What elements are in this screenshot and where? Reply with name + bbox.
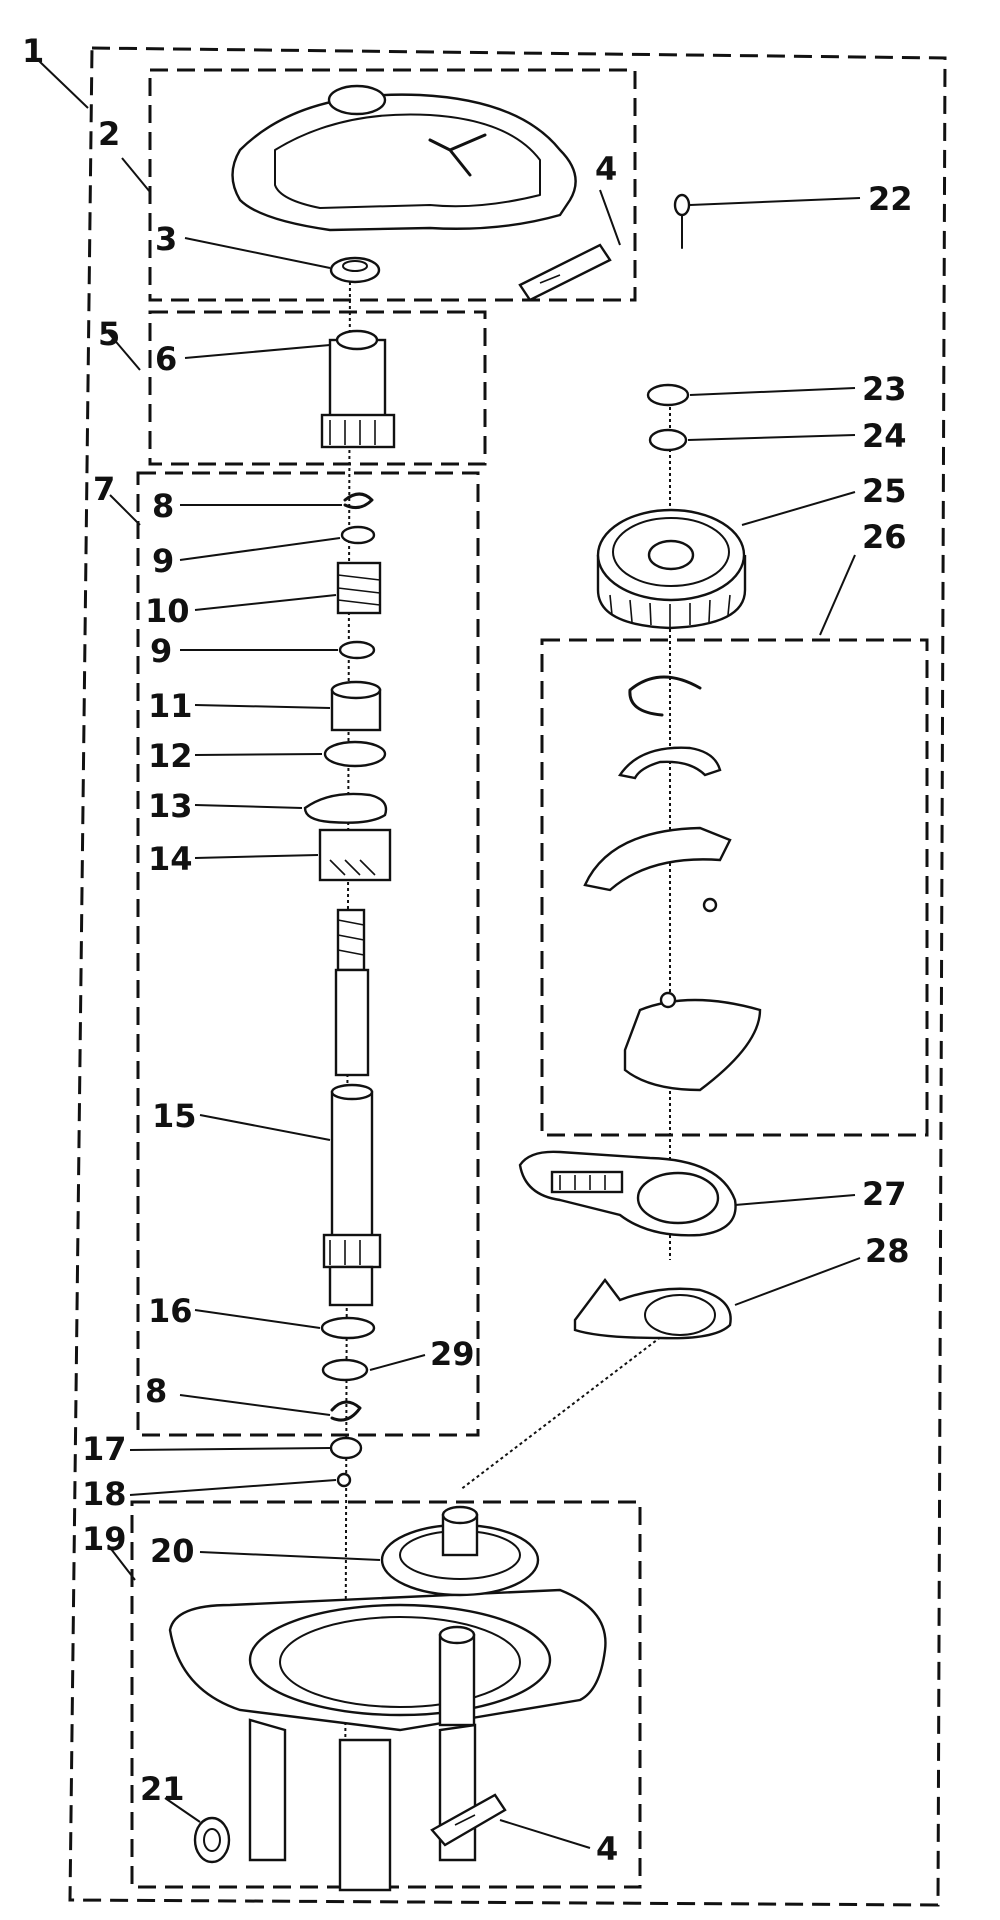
gear-part-20 — [380, 1505, 540, 1597]
washer-part-16 — [320, 1316, 376, 1340]
callout-17: 17 — [82, 1430, 127, 1468]
callout-25: 25 — [862, 472, 907, 510]
callout-13: 13 — [148, 787, 193, 825]
callout-12: 12 — [148, 737, 193, 775]
shift-lever-26c — [583, 826, 732, 892]
washer-part-9-top — [340, 525, 376, 545]
callout-20: 20 — [150, 1532, 195, 1570]
callout-16: 16 — [148, 1292, 193, 1330]
callout-28: 28 — [865, 1232, 910, 1270]
clip-part-8-bottom — [330, 1400, 362, 1422]
callout-29: 29 — [430, 1335, 475, 1373]
callout-21: 21 — [140, 1770, 185, 1808]
callout-2: 2 — [98, 115, 120, 153]
callout-7: 7 — [93, 470, 115, 508]
leader-lines — [37, 59, 861, 1849]
callout-18: 18 — [82, 1475, 127, 1513]
bearing-part-6 — [320, 329, 396, 449]
group-box-5 — [148, 310, 487, 466]
callout-9-top: 9 — [152, 542, 174, 580]
pin-26f — [702, 897, 718, 913]
pin-26e — [659, 991, 677, 1009]
screw-part-22 — [673, 193, 691, 249]
washer-part-29 — [321, 1358, 369, 1382]
spring-part-10 — [336, 561, 382, 615]
callout-11: 11 — [148, 687, 193, 725]
callout-22: 22 — [868, 180, 913, 218]
callout-14: 14 — [148, 840, 193, 878]
axis-left — [344, 269, 351, 1851]
gear-part-25 — [596, 508, 747, 630]
callout-10: 10 — [145, 592, 190, 630]
shift-plate-part-27 — [518, 1150, 737, 1237]
ring-part-23 — [646, 383, 690, 407]
callout-9-bottom: 9 — [150, 632, 172, 670]
callout-1: 1 — [22, 32, 44, 70]
callout-27: 27 — [862, 1175, 907, 1213]
ring-26b — [618, 746, 722, 780]
callout-24: 24 — [862, 417, 907, 455]
callout-23: 23 — [862, 370, 907, 408]
pin-part-4-bottom — [430, 1793, 507, 1847]
cover-part-2 — [231, 84, 577, 232]
fitting-part-21 — [193, 1816, 231, 1864]
seal-part-3 — [329, 256, 381, 284]
plate-26d — [623, 998, 762, 1092]
group-box-2 — [148, 68, 637, 302]
group-box-7 — [136, 471, 480, 1437]
bracket-part-28 — [573, 1278, 732, 1340]
clutch-part-14 — [318, 828, 392, 882]
pin-part-4-top — [518, 243, 612, 302]
ring-part-12 — [323, 740, 387, 768]
callout-labels: 1 2 3 4 5 6 7 8 9 10 9 11 12 13 14 15 16… — [22, 32, 913, 1868]
callout-6: 6 — [155, 340, 177, 378]
assembly-1-boundary — [68, 46, 947, 1907]
gearcase-base-part-19 — [168, 1588, 607, 1892]
callout-4-top: 4 — [595, 150, 617, 188]
ball-part-18 — [336, 1472, 352, 1488]
ring-part-17 — [329, 1436, 363, 1460]
clip-part-8-top — [343, 492, 374, 510]
callout-8-bottom: 8 — [145, 1372, 167, 1410]
shaft-part-15 — [322, 908, 382, 1307]
cam-part-13 — [303, 792, 388, 824]
callout-3: 3 — [155, 220, 177, 258]
callout-4-bottom: 4 — [596, 1830, 618, 1868]
sleeve-part-11 — [330, 680, 382, 732]
group-box-26 — [540, 638, 929, 1137]
spring-clip-26a — [628, 675, 702, 717]
washer-part-9-bottom — [338, 640, 376, 660]
callout-15: 15 — [152, 1097, 197, 1135]
callout-26: 26 — [862, 518, 907, 556]
axis-diagonal — [459, 1329, 671, 1491]
callout-8-top: 8 — [152, 487, 174, 525]
callout-5: 5 — [98, 315, 120, 353]
callout-19: 19 — [82, 1520, 127, 1558]
washer-part-24 — [648, 428, 688, 452]
